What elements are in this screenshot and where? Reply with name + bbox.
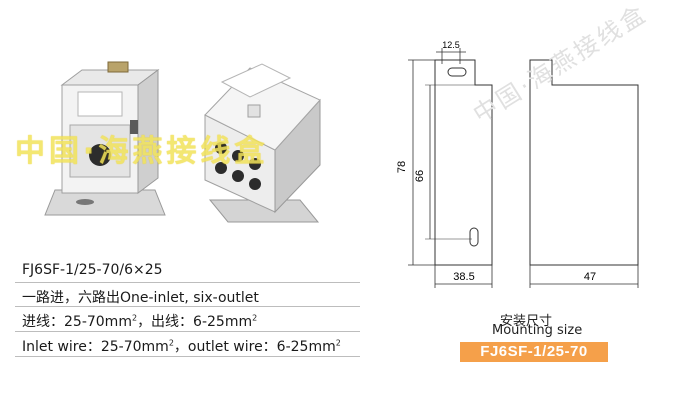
product-left-image bbox=[44, 61, 166, 216]
side-view-outline bbox=[529, 59, 639, 266]
divider bbox=[15, 331, 360, 332]
spec-wire-en-outlet: ，outlet wire：6-25mm bbox=[173, 339, 336, 355]
divider bbox=[15, 282, 360, 283]
spec-description-en: One-inlet, six-outlet bbox=[120, 290, 259, 306]
dim-height-outer-label: 78 bbox=[396, 161, 408, 173]
dim-height-inner-label: 66 bbox=[414, 170, 426, 182]
spec-wire-cn-outlet: ，出线：6-25mm bbox=[137, 314, 253, 330]
bottom-slot bbox=[469, 227, 479, 247]
spec-description: 一路进，六路出One-inlet, six-outlet bbox=[22, 287, 259, 307]
mounting-drawing: 12.5 78 66 38.5 47 bbox=[396, 40, 639, 288]
model-tag: FJ6SF-1/25-70 bbox=[460, 342, 608, 362]
spec-description-cn: 一路进，六路出 bbox=[22, 290, 120, 306]
dim-top-label: 12.5 bbox=[442, 40, 460, 50]
divider bbox=[15, 306, 360, 307]
dim-width-side-label: 47 bbox=[584, 271, 596, 283]
spec-wire-en: Inlet wire：25-70mm2，outlet wire：6-25mm2 bbox=[22, 336, 341, 356]
spec-wire-en-inlet: Inlet wire：25-70mm bbox=[22, 339, 169, 355]
superscript: 2 bbox=[252, 313, 258, 323]
superscript: 2 bbox=[131, 313, 138, 323]
divider bbox=[15, 356, 360, 357]
caption-en: Mounting size bbox=[492, 323, 583, 338]
watermark-text: 中国·海燕接线盒 bbox=[15, 134, 269, 169]
spec-wire-cn-inlet: 进线：25-70mm bbox=[22, 314, 132, 330]
product-right-image bbox=[204, 63, 321, 223]
top-slot bbox=[447, 67, 467, 77]
dim-width-front-label: 38.5 bbox=[453, 271, 474, 283]
product-photos bbox=[44, 61, 321, 223]
spec-model: FJ6SF-1/25-70/6×25 bbox=[22, 262, 163, 278]
spec-wire-cn: 进线：25-70mm2，出线：6-25mm2 bbox=[22, 311, 257, 331]
superscript: 2 bbox=[168, 338, 174, 348]
superscript: 2 bbox=[335, 338, 341, 348]
caption-cn: 安装尺寸 bbox=[500, 314, 553, 329]
